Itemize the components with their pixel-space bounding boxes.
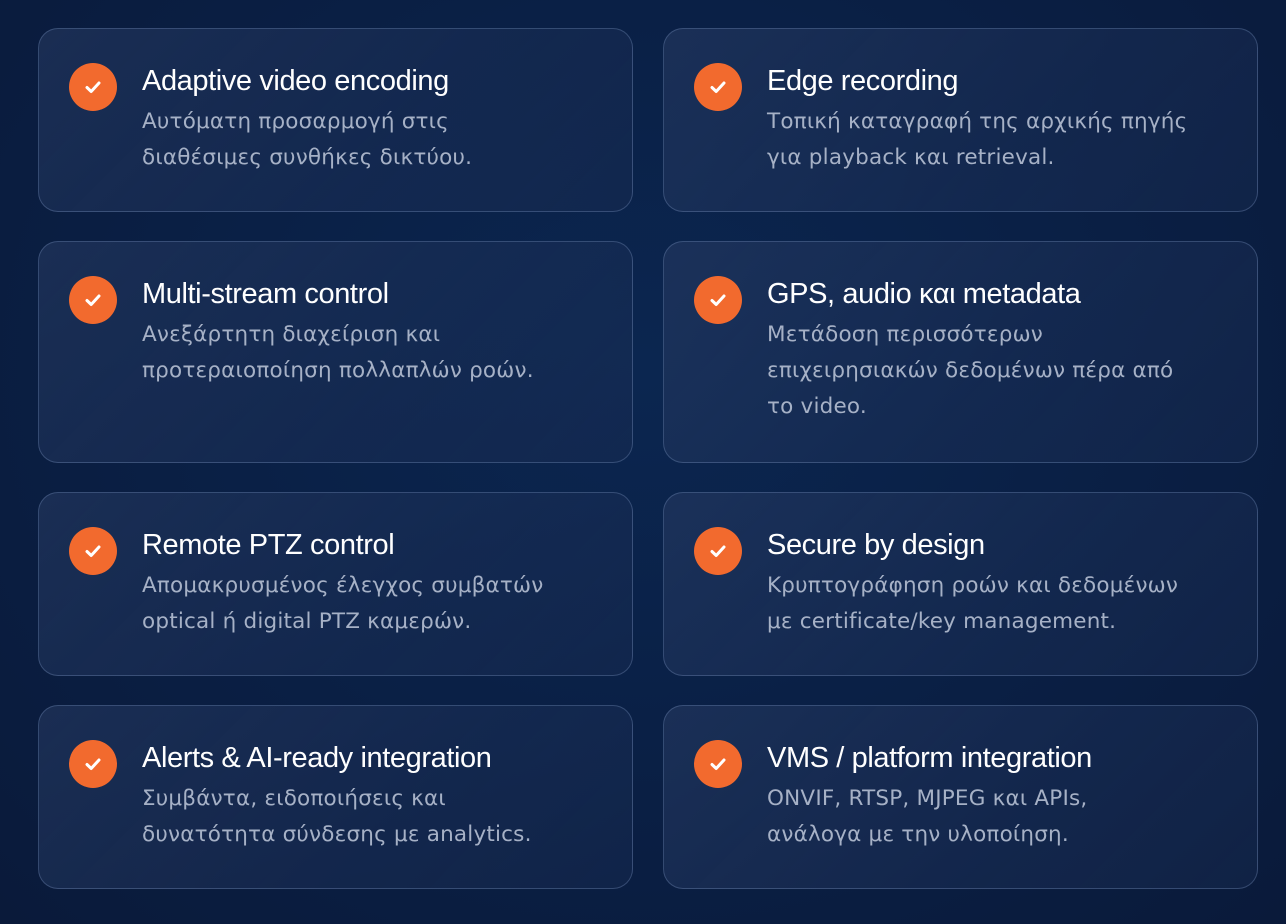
check-circle-icon	[694, 527, 742, 575]
feature-description: Μετάδοση περισσότερων επιχειρησιακών δεδ…	[767, 317, 1227, 425]
feature-title: Multi-stream control	[142, 278, 389, 310]
feature-text: Remote PTZ control Απομακρυσμένος έλεγχο…	[142, 527, 602, 640]
feature-description-line: δυνατότητα σύνδεσης με analytics.	[142, 822, 532, 847]
feature-text: Adaptive video encoding Αυτόματη προσαρμ…	[142, 63, 602, 176]
feature-title: Alerts & AI-ready integration	[142, 742, 492, 774]
feature-description-line: διαθέσιμες συνθήκες δικτύου.	[142, 145, 473, 170]
feature-description: Συμβάντα, ειδοποιήσεις και δυνατότητα σύ…	[142, 781, 602, 853]
check-circle-icon	[69, 740, 117, 788]
feature-description-line: με certificate/key management.	[767, 609, 1117, 634]
feature-card-alerts-ai-integration: Alerts & AI-ready integration Συμβάντα, …	[38, 705, 633, 889]
feature-title: Edge recording	[767, 65, 959, 97]
feature-title: GPS, audio και metadata	[767, 278, 1081, 310]
feature-description-line: Συμβάντα, ειδοποιήσεις και	[142, 786, 446, 811]
feature-title: Adaptive video encoding	[142, 65, 449, 97]
feature-description: Τοπική καταγραφή της αρχικής πηγής για p…	[767, 104, 1227, 176]
feature-description-line: Απομακρυσμένος έλεγχος συμβατών	[142, 573, 544, 598]
feature-description-line: επιχειρησιακών δεδομένων πέρα από	[767, 358, 1174, 383]
feature-text: Secure by design Κρυπτογράφηση ροών και …	[767, 527, 1227, 640]
feature-title: VMS / platform integration	[767, 742, 1092, 774]
feature-card-remote-ptz-control: Remote PTZ control Απομακρυσμένος έλεγχο…	[38, 492, 633, 676]
feature-description: ONVIF, RTSP, MJPEG και APIs, ανάλογα με …	[767, 781, 1227, 853]
check-circle-icon	[694, 63, 742, 111]
check-circle-icon	[694, 740, 742, 788]
feature-description-line: Τοπική καταγραφή της αρχικής πηγής	[767, 109, 1188, 134]
feature-description-line: Αυτόματη προσαρμογή στις	[142, 109, 449, 134]
feature-description-line: Ανεξάρτητη διαχείριση και	[142, 322, 441, 347]
feature-description-line: optical ή digital PTZ καμερών.	[142, 609, 472, 634]
feature-description-line: Κρυπτογράφηση ροών και δεδομένων	[767, 573, 1179, 598]
feature-title: Remote PTZ control	[142, 529, 395, 561]
feature-text: Multi-stream control Ανεξάρτητη διαχείρι…	[142, 276, 602, 389]
feature-description: Ανεξάρτητη διαχείριση και προτεραιοποίησ…	[142, 317, 602, 389]
feature-description-line: ανάλογα με την υλοποίηση.	[767, 822, 1069, 847]
feature-description-line: Μετάδοση περισσότερων	[767, 322, 1044, 347]
feature-card-multi-stream-control: Multi-stream control Ανεξάρτητη διαχείρι…	[38, 241, 633, 463]
feature-grid: Adaptive video encoding Αυτόματη προσαρμ…	[38, 28, 1258, 889]
feature-card-edge-recording: Edge recording Τοπική καταγραφή της αρχι…	[663, 28, 1258, 212]
feature-description: Κρυπτογράφηση ροών και δεδομένων με cert…	[767, 568, 1227, 640]
feature-description: Απομακρυσμένος έλεγχος συμβατών optical …	[142, 568, 602, 640]
feature-card-secure-by-design: Secure by design Κρυπτογράφηση ροών και …	[663, 492, 1258, 676]
feature-card-gps-audio-metadata: GPS, audio και metadata Μετάδοση περισσό…	[663, 241, 1258, 463]
feature-text: GPS, audio και metadata Μετάδοση περισσό…	[767, 276, 1227, 425]
feature-description-line: το video.	[767, 394, 867, 419]
feature-description-line: για playback και retrieval.	[767, 145, 1055, 170]
feature-card-adaptive-video-encoding: Adaptive video encoding Αυτόματη προσαρμ…	[38, 28, 633, 212]
check-circle-icon	[69, 276, 117, 324]
check-circle-icon	[694, 276, 742, 324]
feature-title: Secure by design	[767, 529, 985, 561]
feature-description-line: προτεραιοποίηση πολλαπλών ροών.	[142, 358, 534, 383]
feature-text: Edge recording Τοπική καταγραφή της αρχι…	[767, 63, 1227, 176]
feature-description: Αυτόματη προσαρμογή στις διαθέσιμες συνθ…	[142, 104, 602, 176]
feature-text: Alerts & AI-ready integration Συμβάντα, …	[142, 740, 602, 853]
feature-description-line: ONVIF, RTSP, MJPEG και APIs,	[767, 786, 1088, 811]
feature-card-vms-platform-integration: VMS / platform integration ONVIF, RTSP, …	[663, 705, 1258, 889]
check-circle-icon	[69, 527, 117, 575]
check-circle-icon	[69, 63, 117, 111]
feature-text: VMS / platform integration ONVIF, RTSP, …	[767, 740, 1227, 853]
